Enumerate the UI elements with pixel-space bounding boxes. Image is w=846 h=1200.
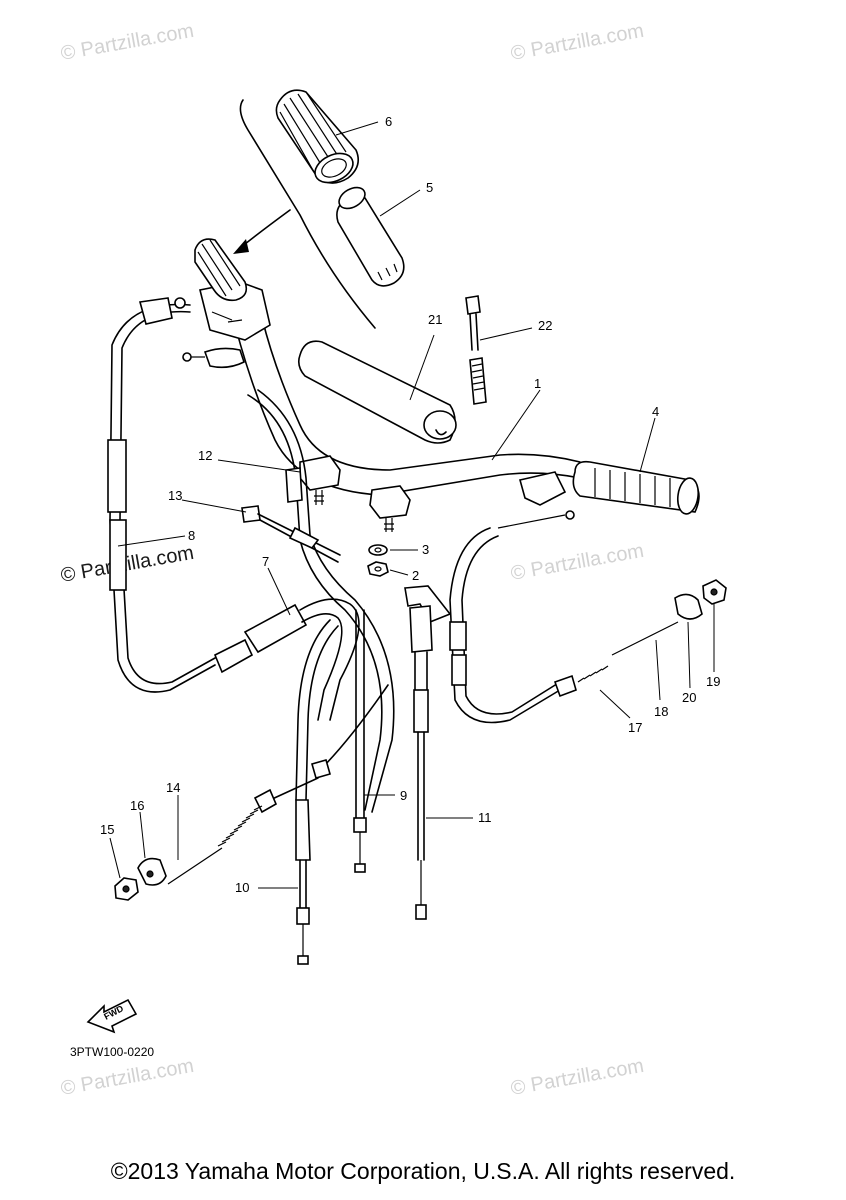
fwd-arrow: FWD xyxy=(86,998,138,1034)
callout-13: 13 xyxy=(168,488,182,503)
handlebar-1 xyxy=(182,238,581,496)
watermark-mid-right: © Partzilla.com xyxy=(509,540,646,585)
cable-12 xyxy=(247,389,395,813)
copyright-footer: ©2013 Yamaha Motor Corporation, U.S.A. A… xyxy=(110,1158,736,1184)
callout-19: 19 xyxy=(706,674,720,689)
callout-12: 12 xyxy=(198,448,212,463)
callout-11: 11 xyxy=(478,810,492,825)
grip-6 xyxy=(275,89,359,184)
nut-19 xyxy=(702,579,727,605)
callout-labels: 6 5 21 22 1 4 12 13 8 3 2 7 19 20 18 17 … xyxy=(100,114,720,895)
callout-21: 21 xyxy=(428,312,442,327)
adjuster-16 xyxy=(137,857,167,886)
clamps xyxy=(299,455,411,532)
adjuster-20 xyxy=(674,593,703,620)
nut-2 xyxy=(367,561,389,577)
callout-17: 17 xyxy=(628,720,642,735)
grip-4 xyxy=(519,460,700,515)
callout-14: 14 xyxy=(166,780,180,795)
callout-16: 16 xyxy=(130,798,144,813)
cable-8 xyxy=(107,297,216,693)
callout-3: 3 xyxy=(422,542,429,557)
callout-20: 20 xyxy=(682,690,696,705)
reference-code: 3PTW100-0220 xyxy=(70,1045,154,1059)
adjuster-18 xyxy=(611,621,679,656)
leader-lines xyxy=(109,121,715,889)
watermark-bottom-left: © Partzilla.com xyxy=(59,1055,196,1100)
cable-tie-13 xyxy=(241,505,341,563)
watermark-layer: © Partzilla.com © Partzilla.com © Partzi… xyxy=(59,20,646,1100)
callout-9: 9 xyxy=(400,788,407,803)
grip-sleeve-21 xyxy=(298,340,457,444)
callout-1: 1 xyxy=(534,376,541,391)
watermark-mid-left: © Partzilla.com xyxy=(59,542,196,587)
cable-17 xyxy=(449,510,609,724)
callout-2: 2 xyxy=(412,568,419,583)
cable-11 xyxy=(404,585,452,920)
left-grip-mounted xyxy=(194,238,248,302)
callout-8: 8 xyxy=(188,528,195,543)
callout-15: 15 xyxy=(100,822,114,837)
cable-14-assembly xyxy=(114,684,389,901)
callout-10: 10 xyxy=(235,880,249,895)
cable-7 xyxy=(213,598,360,721)
inset-arrow-head xyxy=(233,239,249,254)
callout-6: 6 xyxy=(385,114,392,129)
watermark-top-left: © Partzilla.com xyxy=(59,20,196,65)
nut-15 xyxy=(114,877,139,901)
washer-3 xyxy=(368,544,388,556)
callout-22: 22 xyxy=(538,318,552,333)
cable-9 xyxy=(353,609,367,873)
grip-sleeve-5 xyxy=(336,186,405,287)
band-22 xyxy=(465,295,487,405)
callout-18: 18 xyxy=(654,704,668,719)
callout-4: 4 xyxy=(652,404,659,419)
cable-10 xyxy=(295,619,339,965)
watermark-bottom-right: © Partzilla.com xyxy=(509,1055,646,1100)
grip-inset xyxy=(233,89,405,329)
callout-5: 5 xyxy=(426,180,433,195)
callout-7: 7 xyxy=(262,554,269,569)
watermark-top-right: © Partzilla.com xyxy=(509,20,646,65)
